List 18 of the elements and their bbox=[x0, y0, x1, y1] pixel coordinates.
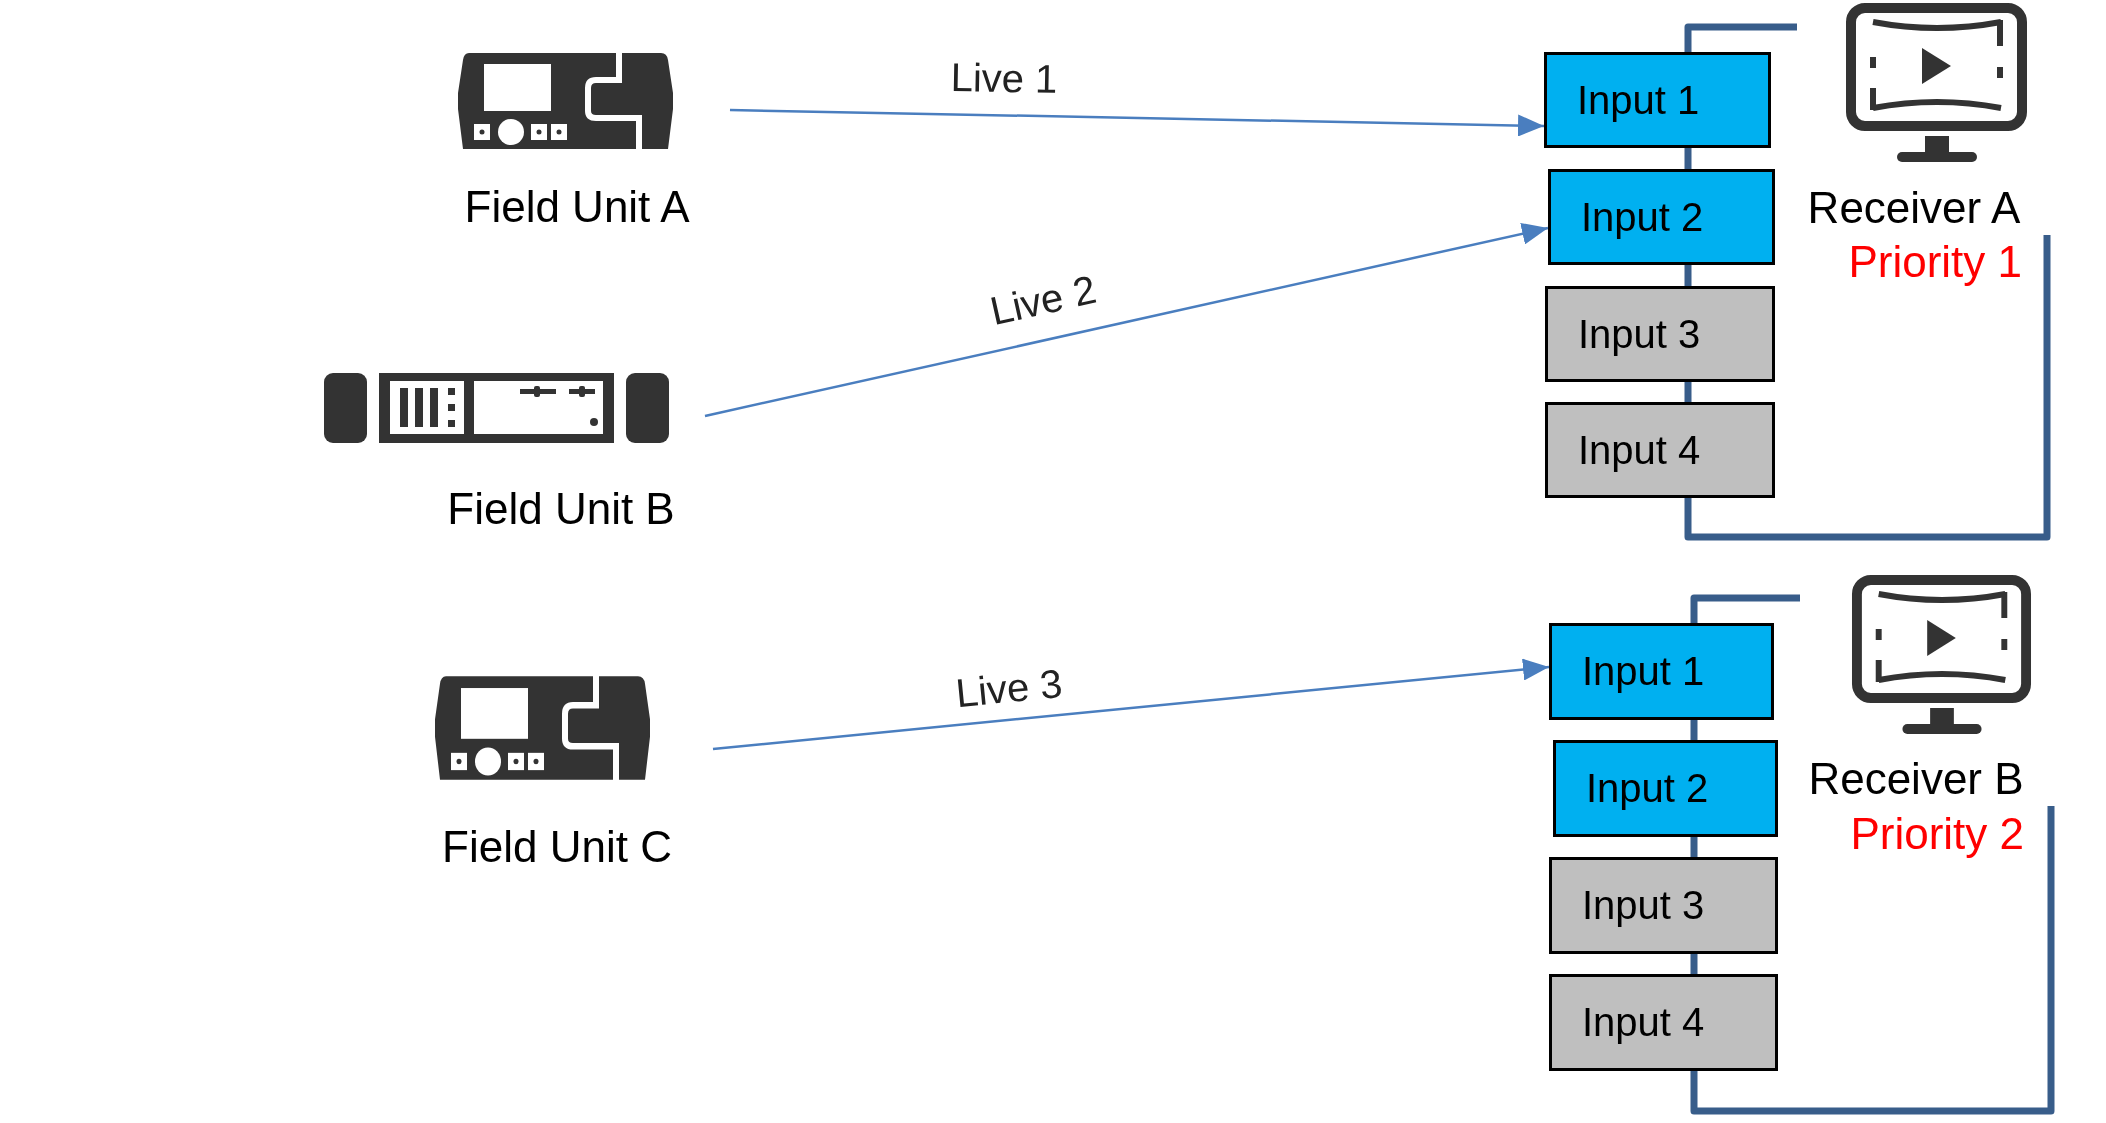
input-slot: Input 1 bbox=[1544, 52, 1771, 148]
input-slot: Input 4 bbox=[1549, 974, 1778, 1071]
input-slot: Input 1 bbox=[1549, 623, 1774, 720]
arrow bbox=[712, 658, 1550, 751]
priority-label: Priority 2 bbox=[1850, 808, 2024, 860]
device-label: Field Unit A bbox=[464, 181, 690, 233]
input-slot: Input 3 bbox=[1545, 286, 1775, 382]
device-label: Field Unit B bbox=[447, 483, 675, 535]
receiver-label: Receiver B bbox=[1808, 753, 2024, 805]
input-slot: Input 3 bbox=[1549, 857, 1778, 954]
arrow bbox=[704, 222, 1549, 418]
device-label: Field Unit C bbox=[442, 821, 672, 873]
arrow bbox=[729, 108, 1545, 137]
input-slot: Input 2 bbox=[1553, 740, 1778, 837]
receiver-label: Receiver A bbox=[1807, 182, 2021, 234]
priority-label: Priority 1 bbox=[1848, 236, 2022, 288]
input-slot: Input 4 bbox=[1545, 402, 1775, 498]
input-slot: Input 2 bbox=[1548, 169, 1775, 265]
